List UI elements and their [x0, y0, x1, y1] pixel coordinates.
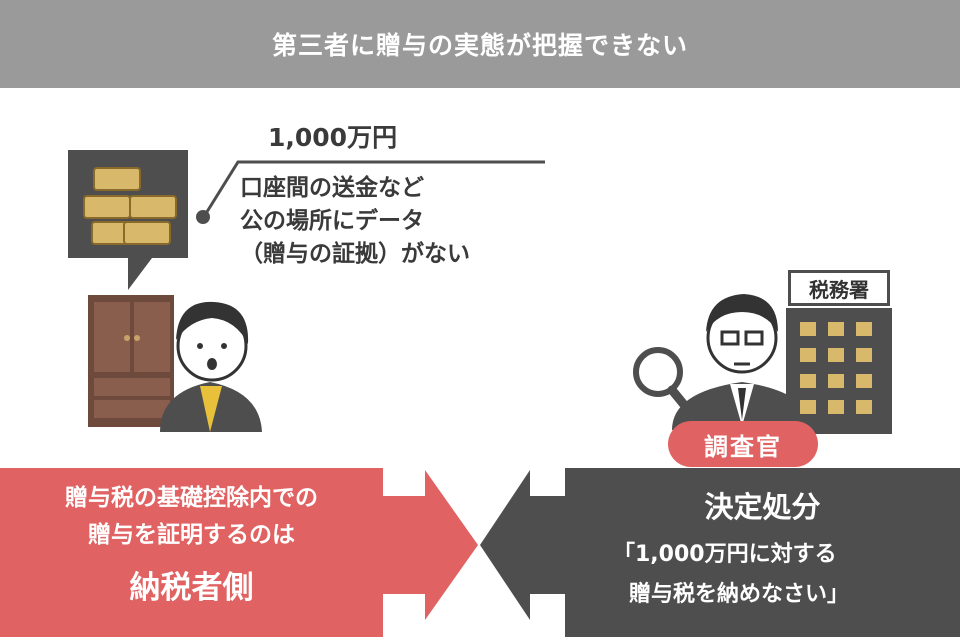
arrow-right-icon	[383, 470, 478, 620]
investigator-icon	[672, 294, 812, 430]
panel-line-1: 贈与税の基礎控除内での	[65, 485, 318, 511]
tax-office-building-icon	[786, 308, 892, 434]
amount-label: 1,000万円	[268, 123, 398, 152]
investigator-badge: 調査官	[668, 421, 818, 467]
header-title: 第三者に贈与の実態が把握できない	[271, 31, 688, 60]
speech-connector-line	[196, 160, 545, 224]
decision-title: 決定処分	[704, 490, 821, 524]
decision-panel: 決定処分 「1,000万円に対する 贈与税を納めなさい」	[565, 468, 960, 637]
decision-quote-line-1: 「1,000万円に対する	[613, 542, 837, 567]
panel-emphasis: 納税者側	[129, 570, 254, 606]
cabinet-icon	[88, 295, 174, 427]
woman-icon	[160, 301, 262, 432]
note-line: 口座間の送金など	[240, 175, 424, 201]
money-bundles-icon	[68, 150, 188, 290]
arrow-left-icon	[480, 470, 565, 620]
taxpayer-burden-panel: 贈与税の基礎控除内での 贈与を証明するのは 納税者側	[0, 468, 383, 637]
speech-note: 口座間の送金など 公の場所にデータ （贈与の証拠）がない	[240, 172, 530, 271]
note-line: （贈与の証拠）がない	[240, 241, 470, 267]
header-banner: 第三者に贈与の実態が把握できない	[0, 0, 960, 88]
tax-office-sign: 税務署	[788, 270, 890, 306]
note-line: 公の場所にデータ	[240, 208, 424, 234]
panel-line-2: 贈与を証明するのは	[88, 522, 295, 548]
magnifier-icon	[633, 347, 695, 417]
decision-quote-line-2: 贈与税を納めなさい」	[629, 582, 850, 607]
